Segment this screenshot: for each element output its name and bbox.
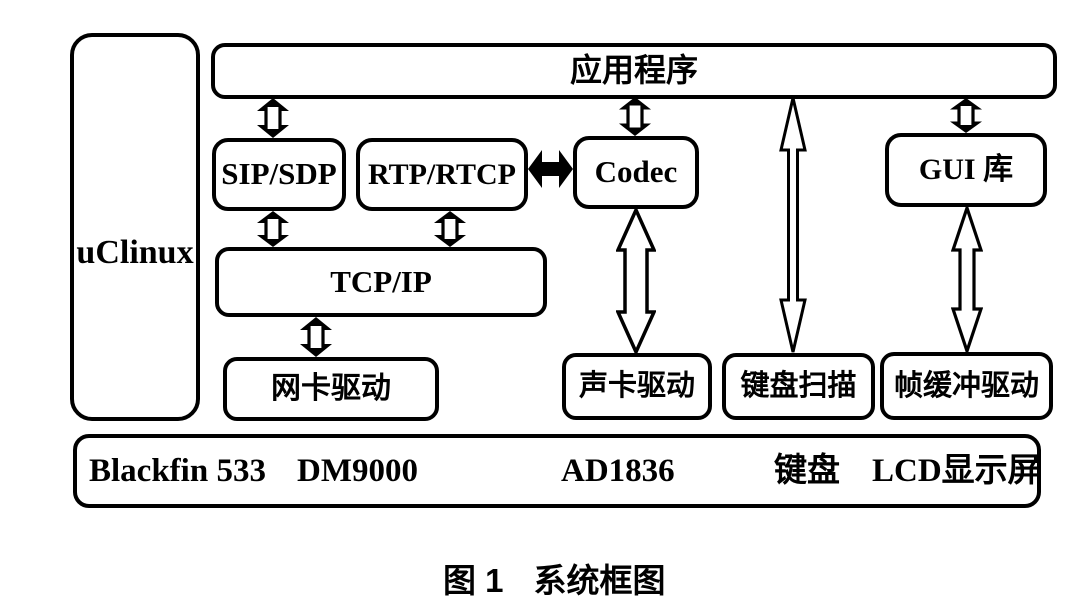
arrow-rtprtcp-codec: [528, 150, 573, 188]
arrow-app-keyboardscan: [779, 97, 807, 353]
arrow-app-codec: [619, 97, 651, 136]
tcp-ip-box: TCP/IP: [215, 247, 547, 317]
hw-dm9000-label: DM9000: [297, 452, 418, 489]
framebuffer-driver-label: 帧缓冲驱动: [893, 369, 1039, 402]
tcp-ip-label: TCP/IP: [330, 263, 432, 299]
nic-driver-label: 网卡驱动: [271, 372, 391, 406]
arrow-app-sipsdp: [257, 98, 289, 138]
gui-lib-label: GUI 库: [918, 153, 1014, 187]
hw-blackfin-label: Blackfin 533: [89, 452, 266, 489]
codec-box: Codec: [573, 136, 699, 209]
arrow-tcpip-nicdriver: [300, 317, 332, 357]
figure-number: 图 1: [443, 562, 504, 599]
figure-caption: 图 1 系统框图: [443, 554, 666, 602]
application-layer-box: 应用程序: [211, 43, 1057, 99]
sound-driver-label: 声卡驱动: [578, 370, 695, 403]
hardware-layer-box: Blackfin 533 DM9000 AD1836 键盘 LCD显示屏: [73, 434, 1041, 508]
arrow-rtprtcp-tcpip: [434, 211, 466, 247]
hw-ad1836-label: AD1836: [561, 452, 675, 489]
arrow-sipsdp-tcpip: [257, 211, 289, 247]
uclinux-box: uClinux: [70, 33, 200, 421]
sip-sdp-label: SIP/SDP: [221, 156, 337, 192]
uclinux-label: uClinux: [76, 234, 194, 272]
gui-lib-box: GUI 库: [885, 133, 1047, 207]
arrow-app-guilib: [950, 98, 982, 133]
nic-driver-box: 网卡驱动: [223, 357, 439, 421]
codec-label: Codec: [594, 154, 678, 190]
hw-keyboard-label: 键盘: [774, 452, 840, 489]
figure-title: 系统框图: [533, 562, 666, 599]
sip-sdp-box: SIP/SDP: [212, 138, 346, 211]
sound-driver-box: 声卡驱动: [562, 353, 712, 420]
keyboard-scan-label: 键盘扫描: [740, 370, 857, 403]
rtp-rtcp-box: RTP/RTCP: [356, 138, 528, 211]
arrow-guilib-framebuffer: [951, 206, 983, 353]
framebuffer-driver-box: 帧缓冲驱动: [880, 352, 1053, 420]
hw-lcd-label: LCD显示屏: [872, 452, 1041, 489]
application-layer-label: 应用程序: [569, 52, 698, 89]
rtp-rtcp-label: RTP/RTCP: [368, 157, 516, 191]
arrow-codec-sounddriver: [616, 208, 656, 354]
keyboard-scan-box: 键盘扫描: [722, 353, 875, 420]
